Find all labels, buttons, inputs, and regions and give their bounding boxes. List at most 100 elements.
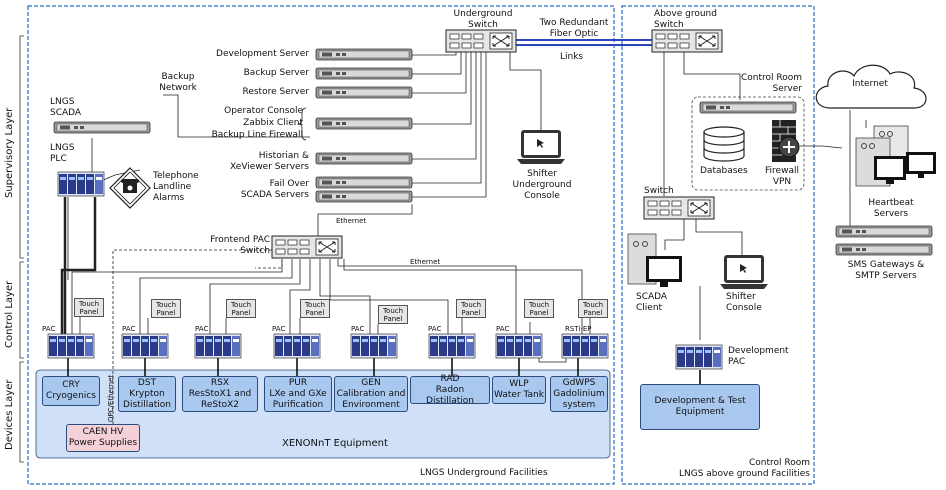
xenonnt-label: XENONnT Equipment — [282, 438, 388, 449]
backup-server-rack — [315, 67, 413, 80]
lngs-plc-icon — [57, 171, 105, 197]
development-pac-icon — [675, 344, 723, 370]
links-label: Links — [560, 52, 584, 62]
pac-label-rad: PAC — [428, 325, 442, 333]
pac-label-wlp: PAC — [496, 325, 510, 333]
historian-rack — [315, 152, 413, 165]
scada-client-icon — [627, 233, 682, 287]
pac-rad — [428, 333, 476, 359]
operator-console-label: Operator Console — [224, 106, 303, 116]
pac-label-cry: PAC — [42, 325, 56, 333]
control-room-switch — [643, 196, 715, 220]
above-ground-label: LNGS above ground Facilities — [678, 469, 810, 479]
firewall-icon — [772, 120, 800, 162]
control-bracket — [19, 261, 24, 359]
frontend-switch — [271, 235, 343, 259]
underground-switch — [445, 29, 517, 53]
supervisory-layer-label: Supervisory Layer — [4, 107, 15, 198]
underground-region-label: LNGS Underground Facilities — [420, 468, 548, 478]
above-ground-switch — [651, 29, 723, 53]
supervisory-bracket — [19, 35, 24, 259]
pac-dst — [121, 333, 169, 359]
above-ground-region — [621, 5, 815, 485]
sms-server-rack-2 — [835, 243, 933, 256]
ethernet-label-2: Ethernet — [410, 258, 441, 266]
failover-rack-1 — [315, 176, 413, 189]
shifter-console-laptop — [720, 255, 768, 289]
pac-pur — [273, 333, 321, 359]
internet-cloud-icon — [815, 64, 927, 109]
ethernet-label-1: Ethernet — [336, 217, 367, 225]
dashed-links — [112, 249, 283, 428]
backup-firewall-label: Backup Line Firewall — [211, 130, 303, 140]
devices-bracket — [19, 361, 24, 463]
historian-label: Historian &XeViewer Servers — [230, 151, 309, 172]
backup-server-label: Backup Server — [243, 68, 309, 78]
underground-region — [27, 5, 615, 485]
devices-layer-label: Devices Layer — [4, 379, 15, 450]
rsti-ep-label: RSTi-EP — [565, 325, 592, 333]
control-room-label: Control Room — [748, 458, 810, 468]
pac-device-links — [67, 358, 579, 378]
operator-console-rack — [315, 117, 413, 130]
sms-server-rack-1 — [835, 225, 933, 238]
control-room-server-rack — [699, 101, 797, 114]
restore-server-label: Restore Server — [242, 87, 309, 97]
telephone-alarm-icon — [109, 167, 151, 209]
development-server-rack — [315, 48, 413, 61]
lngs-scada-rack — [53, 121, 151, 134]
pac-label-gen: PAC — [351, 325, 365, 333]
pac-label-dst: PAC — [122, 325, 136, 333]
databases-icon — [703, 126, 745, 162]
opc-ethernet-label: OPC/Ethernet — [107, 374, 115, 422]
internet-label: Internet — [852, 79, 888, 89]
pac-gdwps — [561, 333, 609, 359]
control-room-server-group — [691, 96, 805, 191]
pac-label-pur: PAC — [272, 325, 286, 333]
shifter-underground-laptop — [517, 130, 565, 164]
pac-label-rsx: PAC — [195, 325, 209, 333]
zabbix-client-label: Zabbix Client — [243, 118, 303, 128]
pac-gen — [350, 333, 398, 359]
control-layer-label: Control Layer — [4, 280, 15, 348]
failover-rack-2 — [315, 190, 413, 203]
server-links — [60, 52, 542, 334]
development-server-label: Development Server — [216, 49, 309, 59]
control-room-switch-label: Switch — [644, 186, 674, 196]
pac-rsx — [194, 333, 242, 359]
heartbeat-servers-icon — [855, 125, 936, 187]
